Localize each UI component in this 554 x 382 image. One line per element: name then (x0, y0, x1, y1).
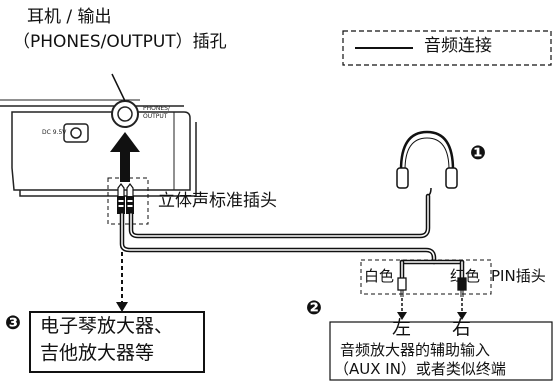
pin-plug-label: PIN插头 (491, 267, 546, 285)
jack-label-line2: （PHONES/OUTPUT）插孔 (13, 32, 227, 52)
headphones-marker: ❶ (470, 142, 487, 164)
instrument-amp-box (29, 311, 205, 373)
jack-label-line1: 耳机 / 输出 (27, 7, 112, 27)
audio-amp-marker: ❷ (306, 297, 323, 319)
jack-leader-line (111, 73, 126, 102)
phones-jack[interactable] (111, 100, 139, 128)
pin-plug-red (457, 277, 467, 297)
legend-text: 音频连接 (424, 36, 492, 56)
stereo-plug (117, 183, 134, 214)
pin-plug-dashed-box (360, 259, 492, 295)
headphones-icon (396, 130, 458, 197)
instrument-amp-line1: 电子琴放大器、 (40, 315, 174, 337)
audio-amp-right: 右 (452, 317, 472, 339)
dc-label: DC 9.5V (42, 129, 67, 136)
pin-insert-arrows (397, 298, 467, 320)
audio-amp-line1: 音频放大器的辅助输入 (340, 341, 491, 359)
pin-red-label: 红色 (450, 267, 481, 285)
insert-arrow (110, 132, 140, 182)
legend-box (342, 30, 552, 66)
instrument-amp-line2: 吉他放大器等 (40, 342, 155, 364)
phones-label-1: PHONES/ (143, 105, 171, 112)
audio-amp-line2: （AUX IN）或者类似终端 (334, 360, 506, 378)
instrument-amp-arrow (116, 252, 128, 312)
stereo-plug-dashed-box (107, 177, 149, 225)
stereo-plug-label: 立体声标准插头 (158, 191, 277, 211)
instrument-amp-marker: ❸ (5, 312, 22, 334)
pin-white-label: 白色 (364, 267, 395, 285)
dc-jack (63, 123, 89, 143)
amplifier-cable (119, 211, 465, 281)
phones-label-2: OUTPUT (143, 113, 168, 120)
audio-amp-box (329, 321, 553, 381)
audio-amp-left: 左 (392, 317, 412, 339)
headphone-cable (128, 193, 431, 239)
